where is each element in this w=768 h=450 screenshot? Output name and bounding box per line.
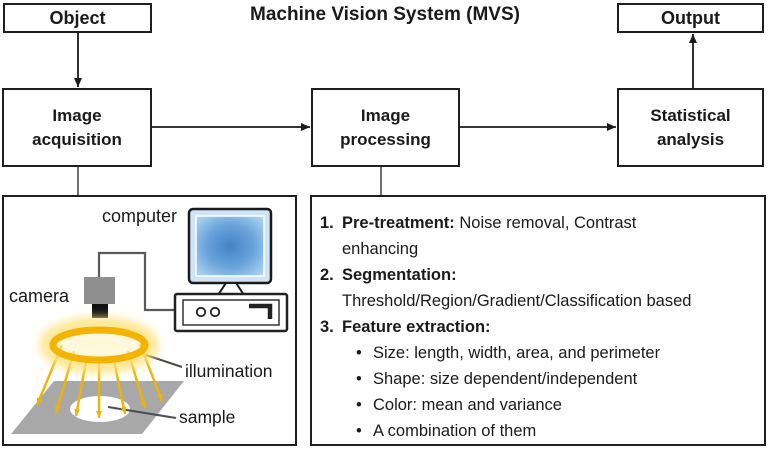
acquisition-illustration-panel: computer camera illumination sample — [2, 195, 297, 446]
camera-icon — [84, 277, 115, 318]
object-box: Object — [3, 3, 152, 33]
step-1-title: Pre-treatment: — [342, 214, 455, 232]
sample-pointer-line — [107, 406, 177, 419]
step-3-title: Feature extraction: — [342, 318, 491, 336]
processing-steps-panel: 1. Pre-treatment: Noise removal, Contrast… — [310, 195, 766, 446]
feature-bullet-color: • Color: mean and variance — [320, 392, 758, 418]
step-1-rest: Noise removal, Contrast — [454, 214, 637, 232]
feature-bullet-shape: • Shape: size dependent/independent — [320, 366, 758, 392]
image-acquisition-box: Image acquisition — [2, 88, 152, 167]
diagram-title: Machine Vision System (MVS) — [250, 4, 520, 25]
feature-bullet-color-text: Color: mean and variance — [373, 396, 562, 414]
acquisition-illustration — [11, 207, 289, 434]
feature-bullet-shape-text: Shape: size dependent/independent — [373, 370, 638, 388]
step-2-continuation: Threshold/Region/Gradient/Classification… — [342, 292, 692, 310]
bullet-icon: • — [356, 344, 362, 362]
bullet-icon: • — [356, 396, 362, 414]
feature-bullet-combination-text: A combination of them — [373, 422, 537, 440]
step-2-number: 2. — [320, 266, 334, 284]
camera-label: camera — [9, 286, 70, 306]
camera-wire — [97, 251, 174, 312]
output-box: Output — [617, 3, 764, 33]
step-1-continuation: enhancing — [342, 240, 419, 258]
step-2-line: 2. Segmentation: — [320, 262, 758, 288]
step-3-number: 3. — [320, 318, 334, 336]
step-3-line: 3. Feature extraction: — [320, 314, 758, 340]
bullet-icon: • — [356, 370, 362, 388]
image-processing-line2: processing — [340, 129, 431, 149]
sample-label: sample — [179, 407, 236, 427]
statistical-analysis-box: Statistical analysis — [617, 88, 764, 167]
statistical-analysis-line1: Statistical — [650, 105, 731, 125]
image-processing-box: Image processing — [311, 88, 460, 167]
feature-bullet-combination: • A combination of them — [320, 418, 758, 444]
computer-label: computer — [102, 206, 178, 226]
feature-bullet-size: • Size: length, width, area, and perimete… — [320, 340, 758, 366]
image-acquisition-line2: acquisition — [32, 129, 122, 149]
step-1-number: 1. — [320, 214, 334, 232]
image-processing-line1: Image — [360, 105, 411, 125]
image-acquisition-line1: Image — [52, 105, 102, 125]
statistical-analysis-line2: analysis — [656, 129, 725, 149]
feature-bullet-size-text: Size: length, width, area, and perimeter — [373, 344, 661, 362]
monitor-icon — [187, 207, 273, 296]
illumination-label: illumination — [185, 361, 273, 381]
illumination-ring-icon — [40, 317, 158, 373]
step-2-title: Segmentation: — [342, 266, 457, 284]
object-label: Object — [49, 7, 106, 28]
system-unit-icon — [173, 292, 289, 333]
step-1-line: 1. Pre-treatment: Noise removal, Contrast — [320, 210, 758, 236]
output-label: Output — [661, 7, 720, 28]
bullet-icon: • — [356, 422, 362, 440]
